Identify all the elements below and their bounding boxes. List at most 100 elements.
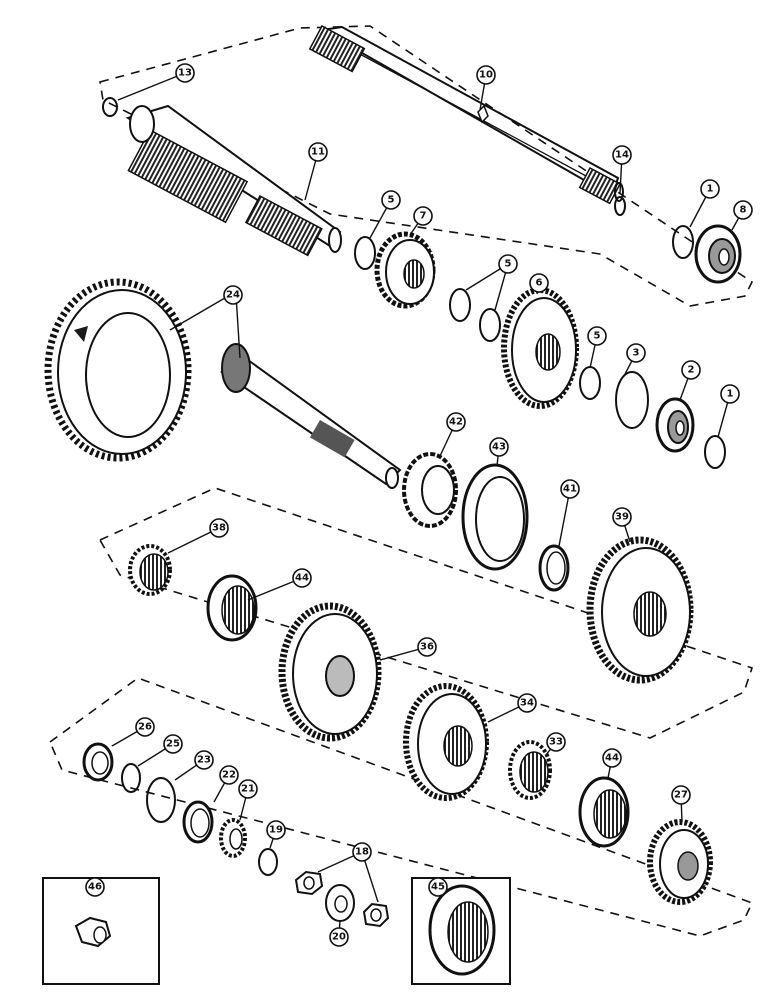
svg-text:23: 23	[197, 755, 211, 766]
svg-text:36: 36	[420, 642, 434, 653]
part-18-nut-b	[362, 902, 390, 928]
callout-3: 3	[626, 343, 646, 363]
part-1-snap-ring-b	[672, 225, 694, 259]
part-41-spacer	[538, 544, 570, 592]
svg-text:38: 38	[212, 523, 226, 534]
part-24-pinion-shaft	[219, 343, 402, 489]
callout-21: 21	[238, 779, 258, 799]
callout-33: 33	[546, 732, 566, 752]
svg-text:1: 1	[707, 184, 714, 195]
part-24-ring-gear	[44, 278, 192, 462]
part-8-bearing	[694, 224, 742, 284]
svg-text:14: 14	[615, 150, 629, 161]
callout-45: 45	[428, 877, 448, 897]
part-26-seal	[82, 742, 114, 782]
svg-text:1: 1	[727, 389, 734, 400]
part-44-synchronizer-a	[206, 574, 258, 642]
part-10-long-shaft	[308, 24, 624, 205]
callout-43: 43	[489, 437, 509, 457]
part-21-taper-bearing	[219, 818, 247, 858]
callout-34: 34	[517, 693, 537, 713]
svg-text:5: 5	[388, 195, 395, 206]
part-44-synchronizer-b	[578, 776, 630, 848]
part-11-splined-shaft	[125, 104, 342, 257]
callout-36: 36	[417, 637, 437, 657]
svg-text:3: 3	[633, 348, 640, 359]
part-34-gear	[403, 683, 489, 801]
part-2-bearing	[655, 397, 695, 453]
callout-14: 14	[612, 145, 632, 165]
part-1-snap-ring-a	[704, 435, 726, 469]
callout-6: 6	[529, 273, 549, 293]
part-5-snap-ring-d	[579, 366, 601, 400]
svg-text:19: 19	[269, 825, 283, 836]
part-43-bearing-cup	[461, 463, 529, 571]
svg-text:11: 11	[311, 147, 325, 158]
callout-18: 18	[352, 842, 372, 862]
part-5-snap-ring-c	[479, 308, 501, 342]
part-7-gear	[374, 231, 436, 309]
callout-25: 25	[163, 734, 183, 754]
part-42-taper-bearing	[402, 452, 458, 528]
svg-text:39: 39	[615, 512, 629, 523]
callout-13: 13	[175, 63, 195, 83]
svg-text:42: 42	[449, 417, 463, 428]
callout-39: 39	[612, 507, 632, 527]
callout-24: 24	[223, 285, 243, 305]
part-36-large-gear	[278, 602, 382, 742]
callout-7: 7	[413, 206, 433, 226]
callout-27: 27	[671, 785, 691, 805]
svg-text:26: 26	[138, 722, 152, 733]
svg-text:13: 13	[178, 68, 192, 79]
callout-2: 2	[681, 360, 701, 380]
callout-8: 8	[733, 200, 753, 220]
svg-text:44: 44	[295, 573, 309, 584]
callout-44a: 44	[292, 568, 312, 588]
callout-46: 46	[85, 877, 105, 897]
part-13-plug	[102, 97, 118, 117]
svg-text:33: 33	[549, 737, 563, 748]
callout-41: 41	[560, 479, 580, 499]
callout-23: 23	[194, 750, 214, 770]
callout-1b: 1	[700, 179, 720, 199]
callout-22: 22	[219, 765, 239, 785]
svg-text:6: 6	[536, 278, 543, 289]
svg-text:44: 44	[605, 753, 619, 764]
svg-text:41: 41	[563, 484, 577, 495]
callout-19: 19	[266, 820, 286, 840]
svg-text:20: 20	[332, 932, 346, 943]
svg-text:5: 5	[505, 259, 512, 270]
part-25-snap-ring	[121, 763, 141, 793]
svg-text:25: 25	[166, 739, 180, 750]
svg-text:18: 18	[355, 847, 369, 858]
svg-text:24: 24	[226, 290, 240, 301]
part-5-snap-ring-a	[354, 236, 376, 270]
svg-text:46: 46	[88, 882, 102, 893]
part-14-snap-ring	[614, 196, 626, 216]
svg-text:10: 10	[479, 70, 493, 81]
callout-5c: 5	[587, 326, 607, 346]
part-38-hub	[128, 544, 172, 596]
part-5-snap-ring-b	[449, 288, 471, 322]
callout-5b: 5	[498, 254, 518, 274]
callout-20: 20	[329, 927, 349, 947]
callout-11: 11	[308, 142, 328, 162]
part-39-large-gear	[586, 536, 694, 684]
callout-38: 38	[209, 518, 229, 538]
part-6-large-gear	[501, 287, 579, 409]
inset-box-46	[42, 877, 160, 985]
callout-26: 26	[135, 717, 155, 737]
part-3-snap-ring	[615, 371, 649, 429]
callout-44b: 44	[602, 748, 622, 768]
svg-text:45: 45	[431, 882, 445, 893]
svg-text:34: 34	[520, 698, 534, 709]
svg-text:22: 22	[222, 770, 236, 781]
callout-42: 42	[446, 412, 466, 432]
part-18-nut-a	[294, 870, 324, 896]
part-33-hub	[508, 740, 552, 800]
svg-text:27: 27	[674, 790, 688, 801]
svg-text:2: 2	[688, 365, 695, 376]
svg-text:7: 7	[420, 211, 427, 222]
svg-text:21: 21	[241, 784, 255, 795]
